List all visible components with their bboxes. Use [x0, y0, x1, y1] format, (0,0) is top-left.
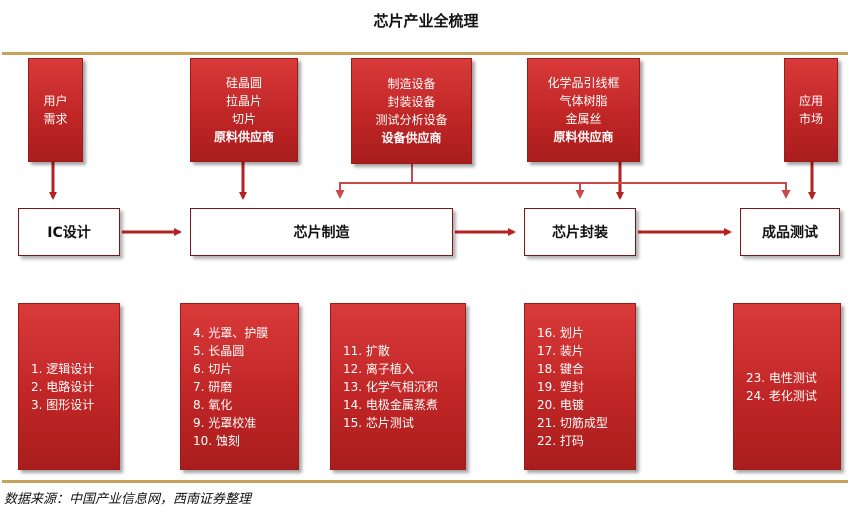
top-divider	[2, 52, 848, 55]
list-item: 2. 电路设计	[31, 379, 95, 394]
bottom-divider	[2, 480, 848, 483]
list-item: 23. 电性测试	[746, 370, 817, 385]
steps-testing: 23. 电性测试 24. 老化测试	[733, 303, 841, 470]
list-item: 12. 离子植入	[343, 361, 414, 376]
list-item: 3. 图形设计	[31, 397, 95, 412]
supplier-app-market: 应用 市场	[784, 58, 838, 162]
stage-ic-design: IC设计	[18, 208, 120, 256]
list-item: 17. 装片	[537, 343, 584, 358]
list-item: 1. 逻辑设计	[31, 361, 95, 376]
list-item: 15. 芯片测试	[343, 415, 414, 430]
supplier-raw-materials: 硅晶圆 拉晶片 切片 原料供应商	[190, 58, 298, 162]
list-item: 24. 老化测试	[746, 388, 817, 403]
stage-manufacturing: 芯片制造	[190, 208, 453, 256]
supplier-label: 原料供应商	[213, 130, 274, 144]
list-item: 11. 扩散	[343, 343, 390, 358]
list-item: 7. 研磨	[193, 379, 233, 394]
steps-design: 1. 逻辑设计 2. 电路设计 3. 图形设计	[18, 303, 120, 470]
list-item: 21. 切筋成型	[537, 415, 608, 430]
list-item: 6. 切片	[193, 361, 233, 376]
steps-manufacturing-b: 11. 扩散 12. 离子植入 13. 化学气相沉积 14. 电极金属蒸煮 15…	[330, 303, 466, 470]
supplier-user-demand: 用户 需求	[28, 58, 83, 162]
page-title: 芯片产业全梳理	[373, 12, 479, 30]
list-item: 5. 长晶圆	[193, 343, 245, 358]
list-item: 16. 划片	[537, 325, 584, 340]
equipment-bus	[335, 164, 413, 199]
list-item: 14. 电极金属蒸煮	[343, 397, 438, 412]
supplier-label: 设备供应商	[381, 131, 442, 145]
supplier-equipment: 制造设备 封装设备 测试分析设备 设备供应商	[351, 58, 472, 164]
list-item: 4. 光罩、护膜	[193, 325, 269, 340]
supplier-label: 原料供应商	[553, 130, 614, 144]
list-item: 19. 塑封	[537, 379, 584, 394]
source-note: 数据来源：中国产业信息网，西南证券整理	[4, 492, 252, 507]
supplier-chem-materials: 化学品引线框 气体树脂 金属丝 原料供应商	[527, 58, 640, 162]
list-item: 10. 蚀刻	[193, 433, 240, 448]
steps-manufacturing-a: 4. 光罩、护膜 5. 长晶圆 6. 切片 7. 研磨 8. 氧化 9. 光罩校…	[180, 303, 299, 470]
list-item: 13. 化学气相沉积	[343, 379, 438, 394]
list-item: 20. 电镀	[537, 397, 584, 412]
list-item: 18. 键合	[537, 361, 584, 376]
stage-packaging: 芯片封装	[524, 208, 636, 256]
list-item: 9. 光罩校准	[193, 415, 257, 430]
list-item: 22. 打码	[537, 433, 584, 448]
list-item: 8. 氧化	[193, 397, 233, 412]
steps-packaging: 16. 划片 17. 装片 18. 键合 19. 塑封 20. 电镀 21. 切…	[524, 303, 636, 470]
stage-testing: 成品测试	[740, 208, 840, 256]
